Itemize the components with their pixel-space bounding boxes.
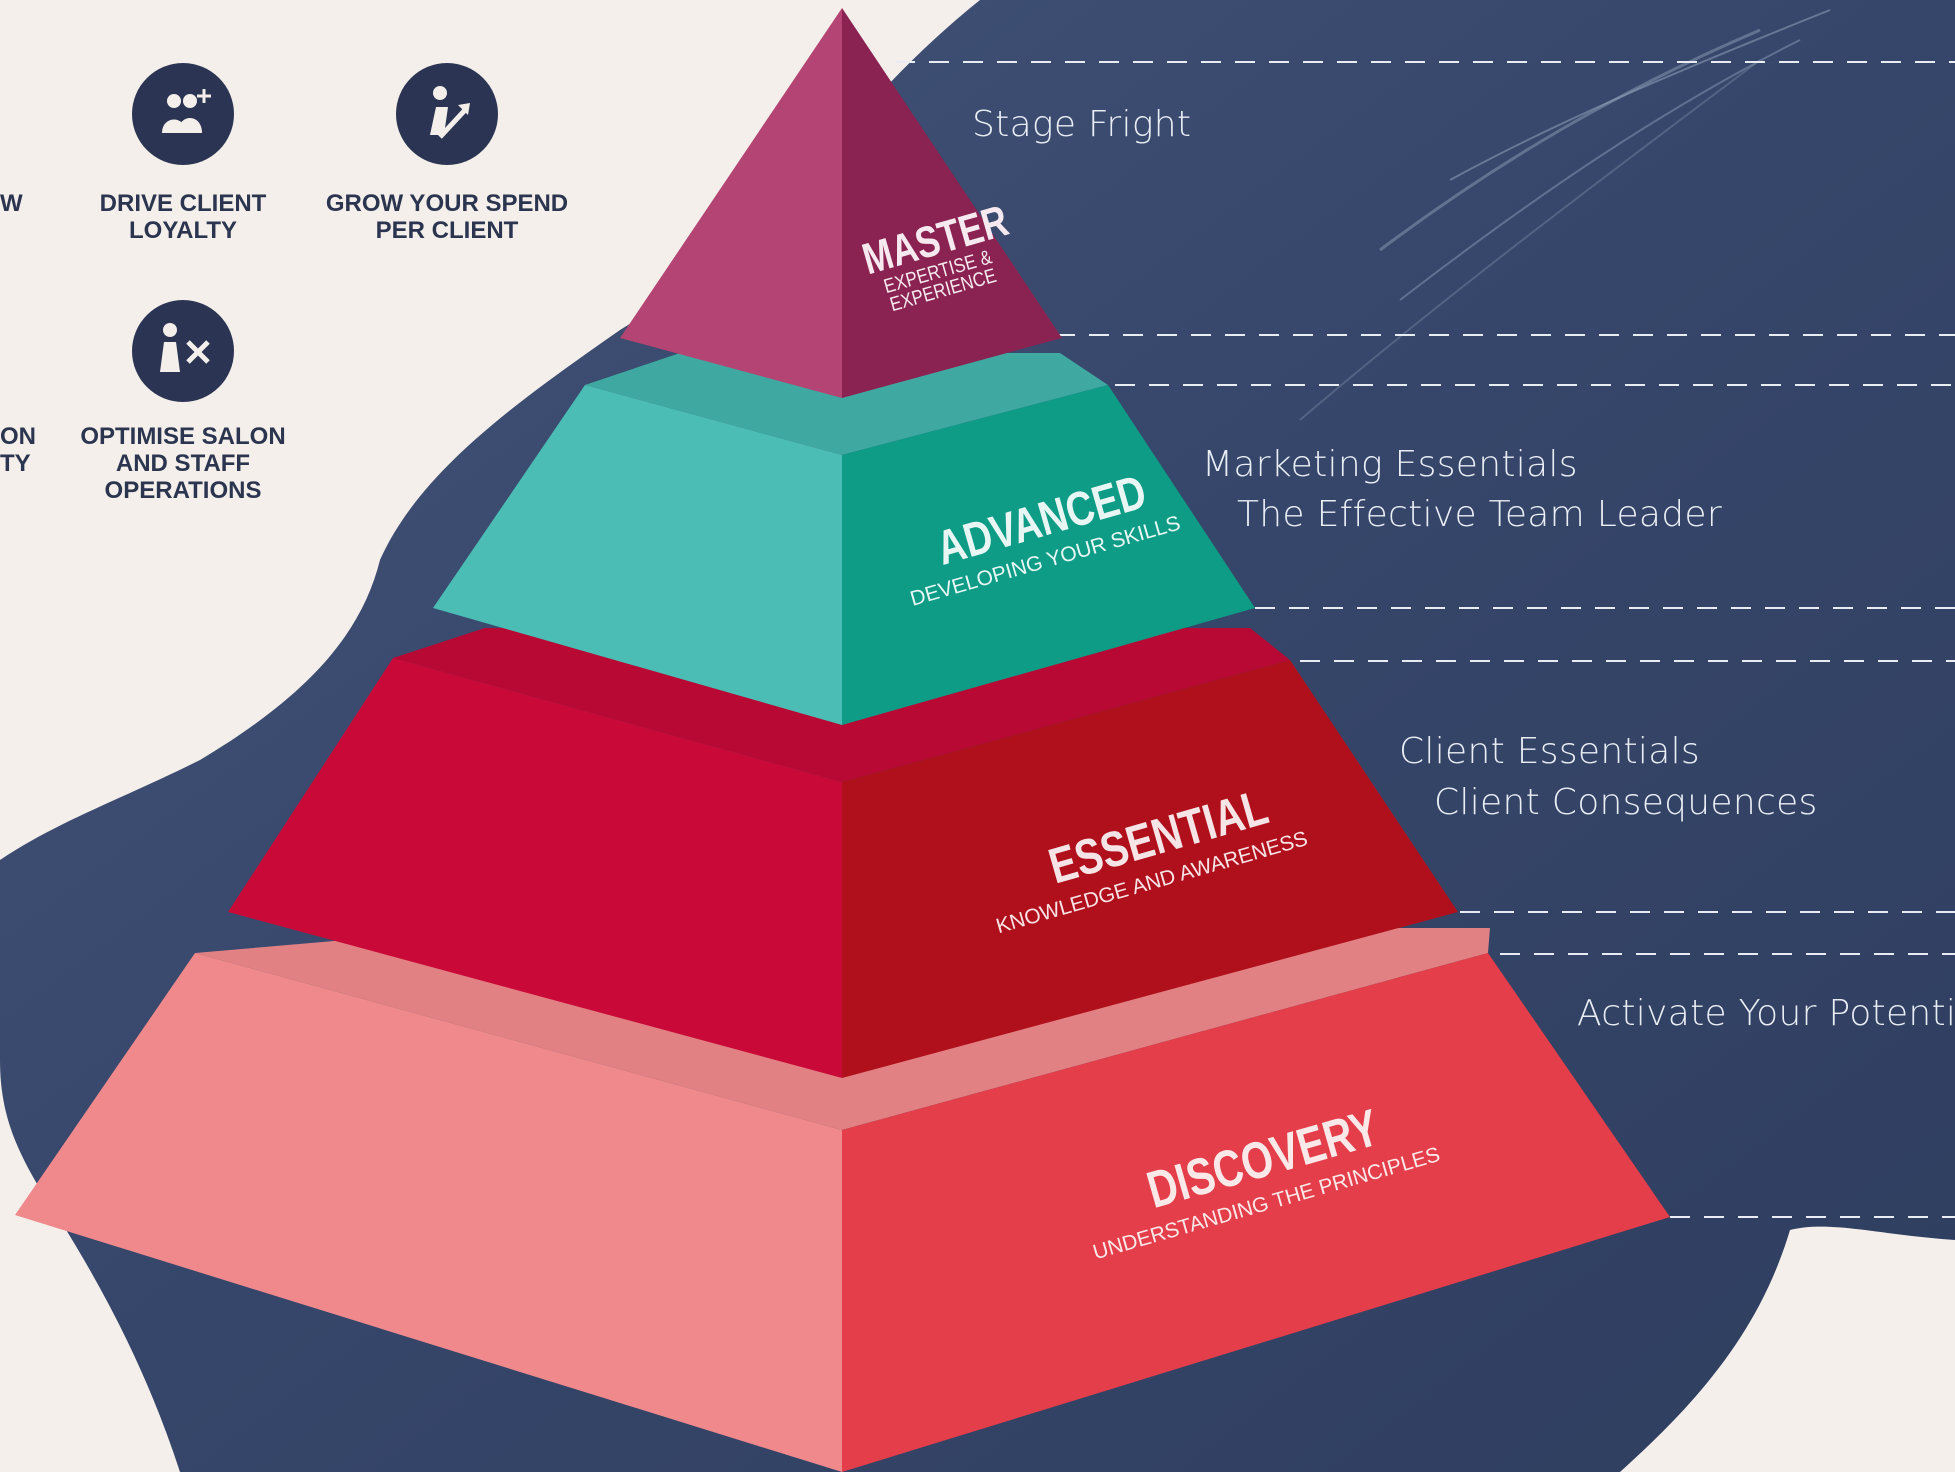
master-right-face: [842, 8, 1062, 398]
goal-label: OPTIMISE SALON AND STAFF OPERATIONS: [80, 423, 286, 504]
advanced-left-face: [433, 385, 842, 725]
essential-left-face: [228, 658, 842, 1078]
cropped-goal-fragment: ON: [0, 423, 36, 450]
goal-drive-client-loyalty: DRIVE CLIENT LOYALTY: [92, 190, 274, 244]
discovery-right-face: [842, 953, 1670, 1472]
users-plus-icon: [132, 63, 234, 165]
course-stage-fright: Stage Fright: [972, 104, 1192, 145]
advanced-right-face: [842, 385, 1255, 725]
course-activate-your-potential: Activate Your Potential: [1577, 993, 1955, 1034]
goal-label: GROW YOUR SPEND PER CLIENT: [325, 190, 569, 244]
master-left-face: [620, 8, 842, 398]
advanced-top-face: [585, 353, 1108, 455]
goal-optimise-operations: OPTIMISE SALON AND STAFF OPERATIONS: [80, 423, 286, 504]
course-effective-team-leader: The Effective Team Leader: [1237, 494, 1722, 535]
discovery-left-face: [15, 953, 842, 1472]
staff-tools-icon: [132, 300, 234, 402]
tier-master: [620, 8, 1062, 398]
goal-label: DRIVE CLIENT LOYALTY: [99, 190, 267, 244]
course-client-consequences: Client Consequences: [1434, 782, 1818, 823]
growth-arrow-icon: [396, 63, 498, 165]
goal-grow-spend: GROW YOUR SPEND PER CLIENT: [322, 190, 572, 244]
cropped-goal-fragment: W: [0, 190, 23, 217]
course-client-essentials: Client Essentials: [1399, 731, 1700, 772]
essential-right-face: [842, 660, 1458, 1078]
tier-advanced: [433, 353, 1255, 725]
cropped-goal-fragment: TY: [0, 450, 31, 477]
course-marketing-essentials: Marketing Essentials: [1202, 444, 1578, 485]
